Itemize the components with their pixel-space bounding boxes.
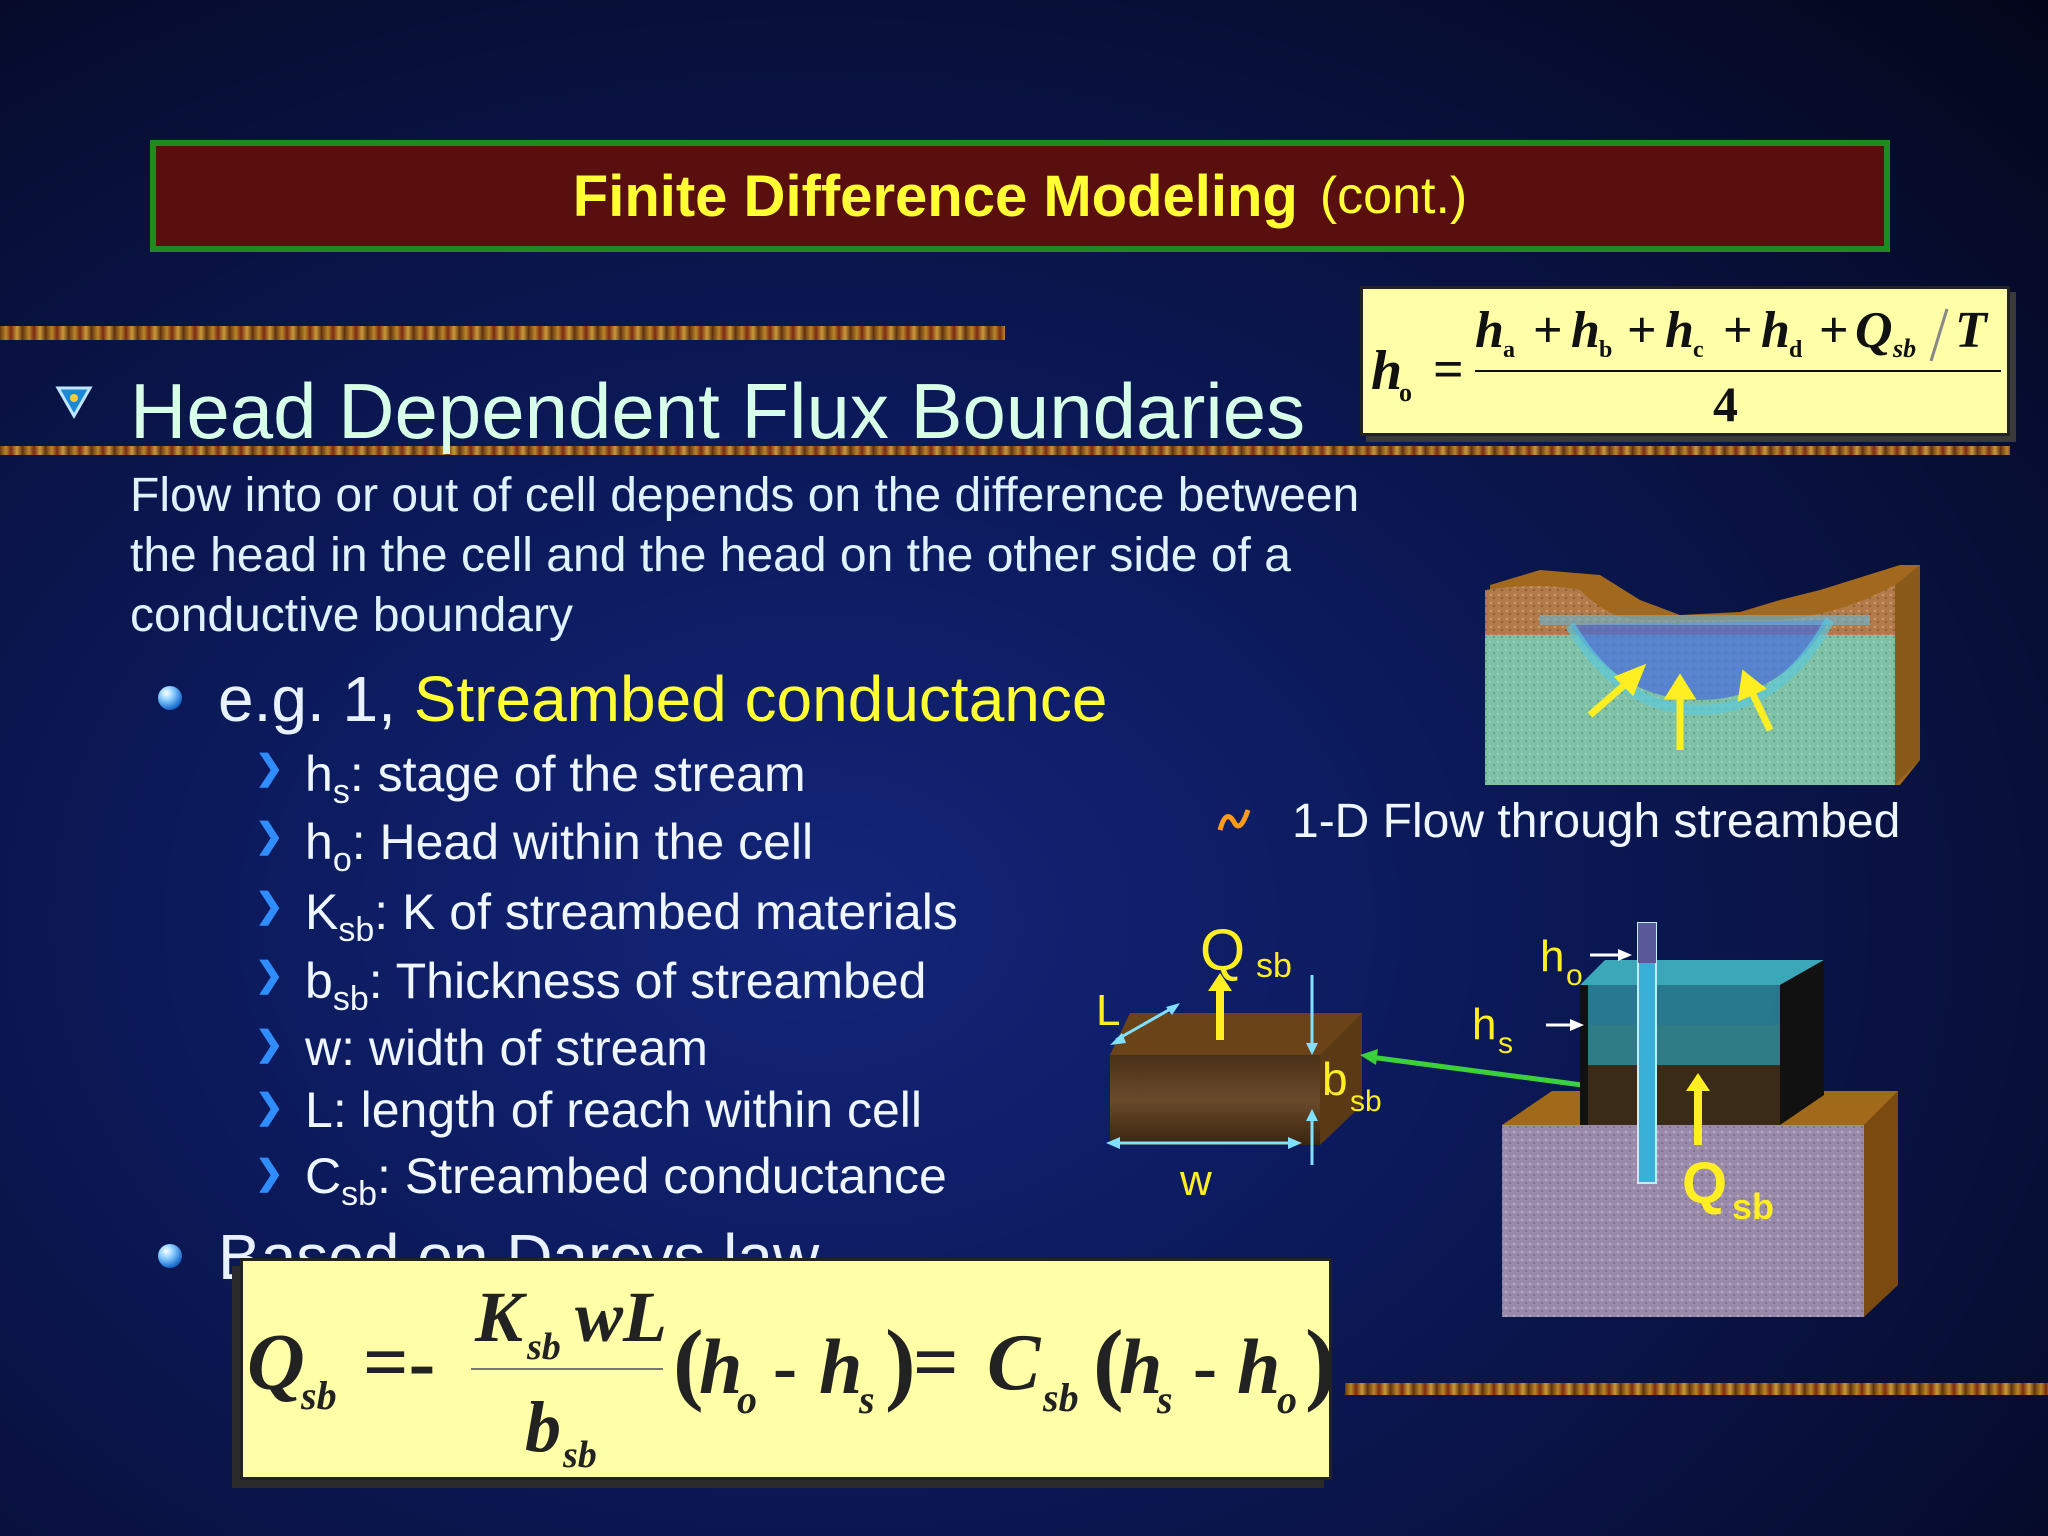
chevron-icon: ❯ [255,956,284,994]
chevron-icon: ❯ [255,1025,284,1063]
slide-title: Finite Difference Modeling (cont.) [150,140,1890,252]
svg-text:+: + [1723,302,1753,359]
chevron-icon: ❯ [255,817,284,855]
svg-text:): ) [885,1311,916,1413]
triangle-bullet-icon [55,386,93,420]
section-heading: Head Dependent Flux Boundaries [130,367,1306,455]
svg-text:b: b [525,1387,561,1467]
body-paragraph: Flow into or out of cell depends on the … [130,469,1360,642]
svg-text:h: h [1571,302,1600,359]
svg-text:h: h [1371,340,1402,402]
svg-text:sb: sb [562,1434,597,1476]
svg-text:-: - [773,1327,797,1407]
svg-text:h: h [1237,1323,1280,1410]
svg-text:Q: Q [1682,1151,1727,1216]
svg-text:h: h [1119,1323,1162,1410]
svg-text:sb: sb [526,1326,561,1368]
definition-item: hs: stage of the stream [305,746,806,811]
svg-text:h: h [1761,302,1790,359]
svg-text:-: - [1193,1327,1217,1407]
definition-item: Ksb: K of streambed materials [305,884,958,949]
svg-text:T: T [1955,302,1989,359]
svg-text:): ) [1305,1311,1329,1413]
decor-stripe-mid [0,446,2010,455]
svg-text:L: L [1096,986,1120,1035]
svg-text:+: + [1819,302,1849,359]
svg-text:sb: sb [300,1373,337,1418]
example-prefix: e.g. 1, [218,663,414,735]
bullet-ball-icon [158,1244,182,1268]
svg-text:sb: sb [1042,1375,1079,1420]
squiggle-bullet-icon [1217,809,1251,831]
chevron-icon: ❯ [255,1154,284,1192]
example-highlight: Streambed conductance [413,663,1108,735]
svg-text:sb: sb [1892,334,1916,363]
stream-cross-section-diagram [1485,565,1920,785]
diagram-caption: 1-D Flow through streambed [1292,795,1901,848]
chevron-icon: ❯ [255,887,284,925]
svg-text:C: C [987,1319,1042,1407]
svg-text:o: o [1566,959,1583,992]
svg-text:4: 4 [1713,376,1738,432]
svg-text:a: a [1503,337,1515,363]
svg-text:h: h [699,1323,742,1410]
decor-stripe-bottom [1345,1383,2048,1395]
svg-text:o: o [1277,1377,1297,1422]
definition-item: w: width of stream [305,1020,708,1076]
svg-text:d: d [1789,337,1803,363]
svg-text:h: h [819,1323,862,1410]
streambed-flow-diagram: Q sb L b sb w h o h s Q sb [1096,918,1898,1317]
svg-text:=: = [1433,339,1464,399]
definition-item: Csb: Streambed conductance [305,1148,947,1213]
svg-text:=-: =- [363,1319,435,1407]
svg-text:h: h [1472,1000,1496,1049]
svg-text:sb: sb [1350,1085,1382,1118]
decor-stripe-top [0,326,1005,340]
svg-text:sb: sb [1256,947,1292,985]
svg-text:o: o [1399,378,1412,407]
svg-text:sb: sb [1732,1186,1774,1227]
svg-text:K: K [474,1277,528,1357]
definition-item: ho: Head within the cell [305,814,814,879]
bullet-ball-icon [158,686,182,710]
svg-text:+: + [1533,302,1563,359]
svg-text:wL: wL [575,1277,667,1357]
example-bullet: e.g. 1, Streambed conductance [218,662,1107,736]
svg-text:=: = [913,1319,959,1407]
svg-text:h: h [1540,932,1564,981]
svg-text:Q: Q [1200,918,1245,983]
definition-item: L: length of reach within cell [305,1082,923,1138]
svg-text:s: s [858,1377,875,1422]
definition-item: bsb: Thickness of streambed [305,953,927,1018]
svg-text:c: c [1693,337,1704,363]
svg-text:Q: Q [1855,302,1893,359]
svg-text:w: w [1179,1156,1212,1205]
svg-text:h: h [1665,302,1694,359]
svg-text:b: b [1599,337,1612,363]
svg-text:s: s [1156,1377,1173,1422]
svg-text:b: b [1322,1053,1348,1105]
svg-text:h: h [1475,302,1504,359]
chevron-icon: ❯ [255,1088,284,1126]
svg-text:s: s [1498,1027,1513,1060]
svg-text:(: ( [673,1311,704,1413]
title-suffix: (cont.) [1319,167,1468,225]
svg-text:Q: Q [247,1319,305,1407]
svg-text:+: + [1627,302,1657,359]
title-bold: Finite Difference Modeling [572,163,1298,229]
svg-text:o: o [737,1377,757,1422]
svg-text:(: ( [1093,1311,1124,1413]
chevron-icon: ❯ [255,749,284,787]
